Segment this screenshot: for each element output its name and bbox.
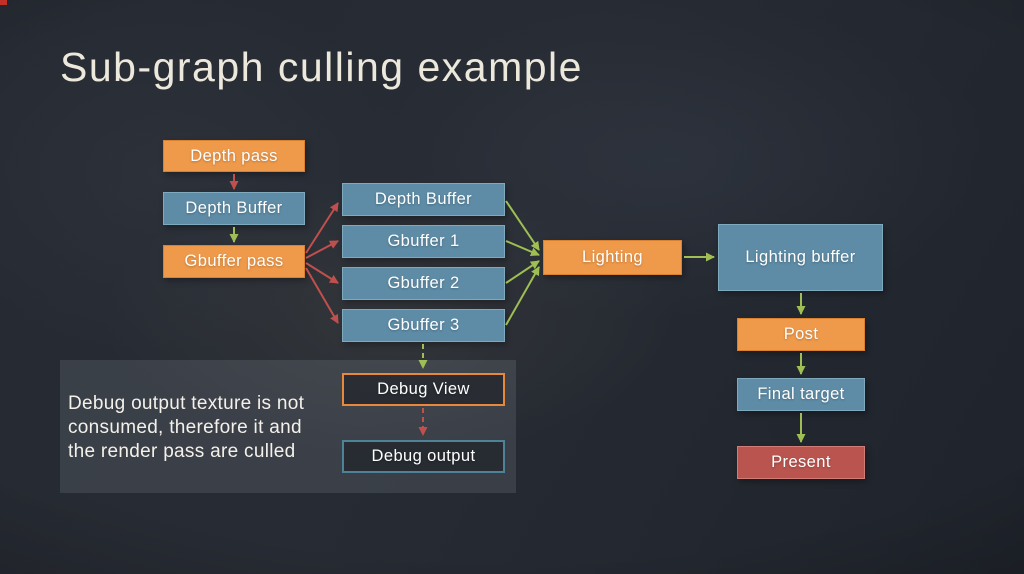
node-depth-buffer-mid: Depth Buffer <box>342 183 505 216</box>
node-present: Present <box>737 446 865 479</box>
annotation-text: Debug output texture is not consumed, th… <box>68 392 304 464</box>
arrow-gbufferpass-depthbuffer <box>305 202 339 254</box>
annotation-line: consumed, therefore it and <box>68 417 302 438</box>
node-depth-pass: Depth pass <box>163 140 305 172</box>
corner-artifact <box>0 0 7 5</box>
arrow-gbufferpass-gbuffer3 <box>305 267 339 324</box>
arrow-gbuffer3-lighting <box>505 266 540 326</box>
arrow-depthbuffer-lighting <box>505 200 540 251</box>
annotation-line: the render pass are culled <box>68 441 296 462</box>
node-gbuffer-3: Gbuffer 3 <box>342 309 505 342</box>
node-gbuffer-2: Gbuffer 2 <box>342 267 505 300</box>
node-lighting: Lighting <box>543 240 682 275</box>
node-debug-output: Debug output <box>342 440 505 473</box>
arrow-gbuffer1-lighting <box>505 240 540 257</box>
node-lighting-buffer: Lighting buffer <box>718 224 883 291</box>
slide-title: Sub-graph culling example <box>60 44 583 90</box>
arrow-gbufferpass-gbuffer1 <box>305 240 339 259</box>
node-final-target: Final target <box>737 378 865 411</box>
node-debug-view: Debug View <box>342 373 505 406</box>
arrow-gbuffer2-lighting <box>505 260 540 284</box>
node-gbuffer-1: Gbuffer 1 <box>342 225 505 258</box>
node-post: Post <box>737 318 865 351</box>
arrow-gbufferpass-gbuffer2 <box>305 262 339 284</box>
node-gbuffer-pass: Gbuffer pass <box>163 245 305 278</box>
annotation-line: Debug output texture is not <box>68 393 305 414</box>
node-depth-buffer-left: Depth Buffer <box>163 192 305 225</box>
